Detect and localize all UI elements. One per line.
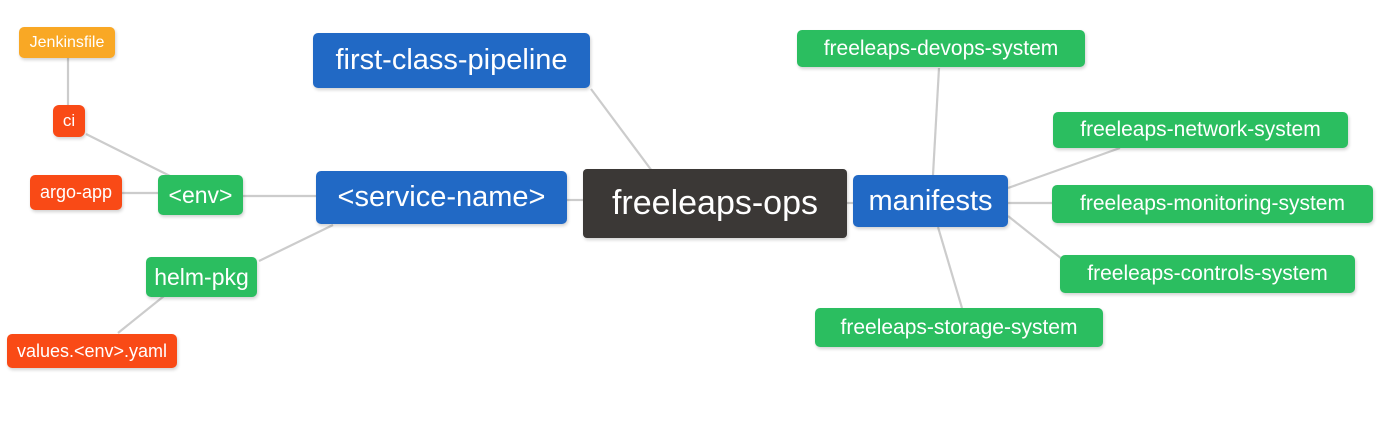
node-jenkinsfile[interactable]: Jenkinsfile	[19, 27, 115, 58]
node-freeleaps-monitoring-system[interactable]: freeleaps-monitoring-system	[1052, 185, 1373, 223]
edge-manifests-controls	[1007, 215, 1063, 260]
node-freeleaps-devops-system[interactable]: freeleaps-devops-system	[797, 30, 1085, 67]
edge-values-helm-pkg	[117, 295, 165, 334]
node-freeleaps-network-system[interactable]: freeleaps-network-system	[1053, 112, 1348, 148]
node-freeleaps-ops[interactable]: freeleaps-ops	[583, 169, 847, 238]
edge-helm-pkg-service-name	[258, 224, 334, 262]
node-service-name[interactable]: <service-name>	[316, 171, 567, 224]
node-ci[interactable]: ci	[53, 105, 85, 137]
node-first-class-pipeline[interactable]: first-class-pipeline	[313, 33, 590, 88]
node-argo-app[interactable]: argo-app	[30, 175, 122, 210]
edge-manifests-network	[1007, 146, 1121, 190]
node-env[interactable]: <env>	[158, 175, 243, 215]
node-freeleaps-controls-system[interactable]: freeleaps-controls-system	[1060, 255, 1355, 293]
edge-ci-env	[85, 133, 177, 180]
node-helm-pkg[interactable]: helm-pkg	[146, 257, 257, 297]
node-freeleaps-storage-system[interactable]: freeleaps-storage-system	[815, 308, 1103, 347]
node-manifests[interactable]: manifests	[853, 175, 1008, 227]
edge-pipeline-ops	[590, 88, 653, 172]
edge-manifests-devops	[931, 67, 941, 176]
edge-manifests-storage	[936, 226, 964, 309]
node-values-env-yaml[interactable]: values.<env>.yaml	[7, 334, 177, 368]
